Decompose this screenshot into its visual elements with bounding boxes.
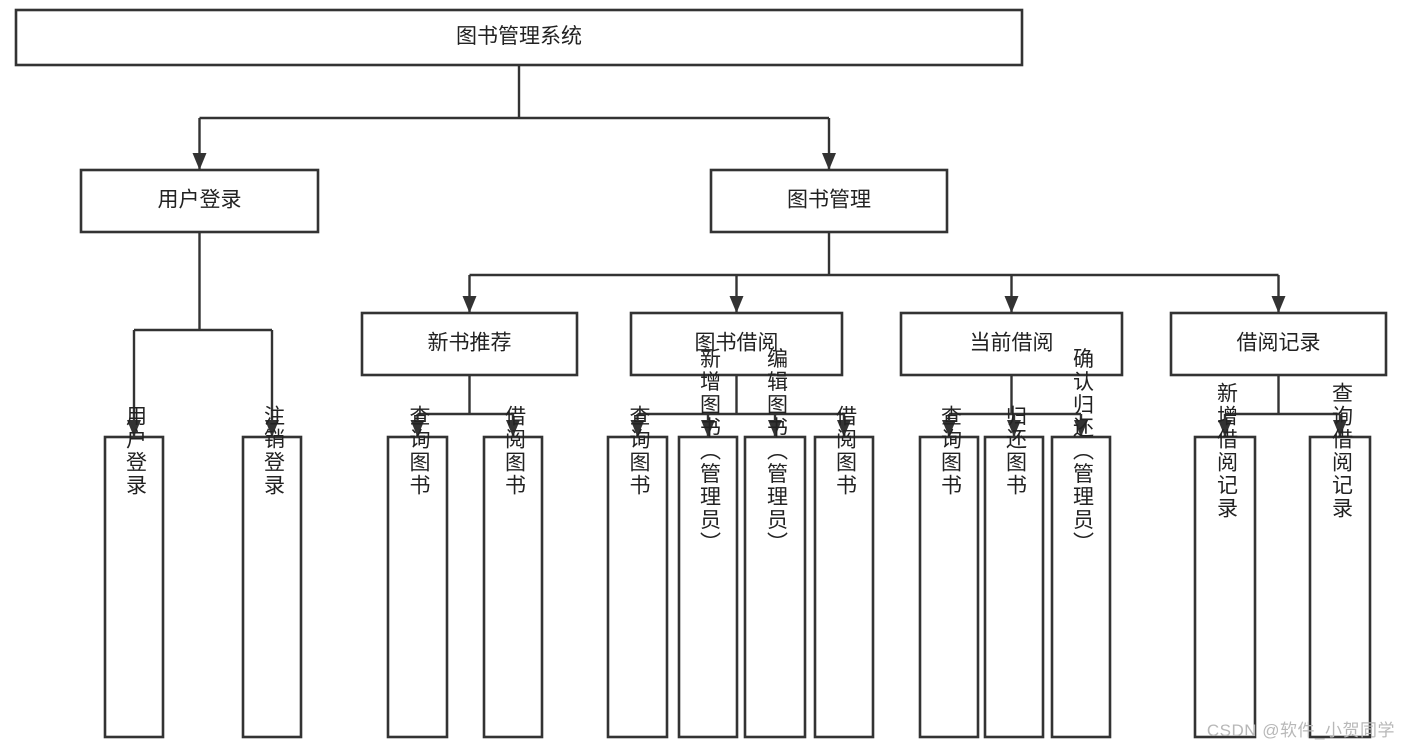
arrow-head-leaf-query-book-bor <box>630 420 645 437</box>
node-leaf-user-logout[interactable]: 注销登录 <box>241 405 303 739</box>
node-box-book-borrow <box>629 311 844 377</box>
arrow-head-leaf-confirm-return-admin <box>1074 420 1088 437</box>
node-leaf-query-book-rec[interactable]: 查询图书 <box>386 405 449 739</box>
node-box-new-book-recommend <box>360 311 579 377</box>
node-leaf-query-book-cur[interactable]: 查询图书 <box>918 405 980 739</box>
node-box-leaf-user-logout <box>241 435 303 739</box>
node-label-book-borrow: 图书借阅 <box>695 332 779 355</box>
node-root[interactable]: 图书管理系统 <box>14 8 1024 67</box>
node-label-leaf-add-borrow-record: 新增借阅记录 <box>1214 382 1238 520</box>
node-box-leaf-query-borrow-record <box>1308 435 1372 739</box>
arrow-head-leaf-borrow-book-bor <box>837 420 851 437</box>
arrow-head-leaf-query-book-cur <box>942 420 956 437</box>
arrow-head-current-borrow <box>1004 296 1019 313</box>
node-box-leaf-confirm-return-admin <box>1050 435 1112 739</box>
node-leaf-add-borrow-record[interactable]: 新增借阅记录 <box>1193 382 1257 739</box>
node-label-leaf-user-logout: 注销登录 <box>261 405 285 497</box>
node-current-borrow[interactable]: 当前借阅 <box>899 311 1124 377</box>
node-label-leaf-confirm-return-admin: 确认归还（管理员） <box>1070 348 1094 555</box>
connector-layer <box>127 65 1347 437</box>
arrow-head-leaf-user-login <box>127 420 141 437</box>
node-box-leaf-query-book-rec <box>386 435 449 739</box>
node-label-root: 图书管理系统 <box>456 25 582 48</box>
arrow-head-leaf-return-book <box>1007 420 1021 437</box>
arrow-head-leaf-add-borrow-record <box>1218 420 1232 437</box>
node-layer: 图书管理系统用户登录图书管理新书推荐图书借阅当前借阅借阅记录用户登录注销登录查询… <box>14 8 1388 739</box>
node-box-book-manage <box>709 168 949 234</box>
node-leaf-edit-book-admin[interactable]: 编辑图书（管理员） <box>743 348 807 739</box>
node-label-leaf-query-book-bor: 查询图书 <box>627 405 651 497</box>
node-leaf-borrow-book-bor[interactable]: 借阅图书 <box>813 405 875 739</box>
node-box-leaf-query-book-bor <box>606 435 669 739</box>
node-box-leaf-user-login <box>103 435 165 739</box>
arrow-head-leaf-query-borrow-record <box>1333 420 1347 437</box>
arrow-head-book-borrow <box>729 296 744 313</box>
arrow-head-leaf-query-book-rec <box>410 420 425 437</box>
arrow-head-new-book-recommend <box>462 296 477 313</box>
arrow-head-leaf-user-logout <box>265 420 279 437</box>
node-box-leaf-add-book-admin <box>677 435 739 739</box>
node-box-leaf-add-borrow-record <box>1193 435 1257 739</box>
arrow-head-borrow-record <box>1271 296 1286 313</box>
node-box-leaf-query-book-cur <box>918 435 980 739</box>
node-leaf-query-book-bor[interactable]: 查询图书 <box>606 405 669 739</box>
node-label-borrow-record: 借阅记录 <box>1237 332 1321 355</box>
node-box-borrow-record <box>1169 311 1388 377</box>
node-leaf-borrow-book-rec[interactable]: 借阅图书 <box>482 405 544 739</box>
node-label-leaf-query-book-cur: 查询图书 <box>938 405 962 497</box>
node-box-current-borrow <box>899 311 1124 377</box>
node-label-user-login: 用户登录 <box>158 189 242 212</box>
arrow-head-book-manage <box>822 153 836 170</box>
node-label-leaf-borrow-book-bor: 借阅图书 <box>833 405 857 497</box>
node-label-leaf-query-book-rec: 查询图书 <box>407 405 431 497</box>
node-leaf-user-login[interactable]: 用户登录 <box>103 405 165 739</box>
arrow-head-leaf-add-book-admin <box>701 420 715 437</box>
node-label-current-borrow: 当前借阅 <box>970 332 1054 355</box>
node-box-user-login <box>79 168 320 234</box>
node-label-new-book-recommend: 新书推荐 <box>428 332 512 355</box>
node-label-leaf-borrow-book-rec: 借阅图书 <box>502 405 526 497</box>
node-leaf-query-borrow-record[interactable]: 查询借阅记录 <box>1308 382 1372 739</box>
node-box-leaf-edit-book-admin <box>743 435 807 739</box>
arrow-head-user-login <box>192 153 207 170</box>
arrow-head-leaf-borrow-book-rec <box>506 420 520 437</box>
node-label-book-manage: 图书管理 <box>787 189 871 212</box>
node-label-leaf-user-login: 用户登录 <box>123 405 147 497</box>
node-label-leaf-return-book: 归还图书 <box>1003 405 1027 497</box>
node-leaf-confirm-return-admin[interactable]: 确认归还（管理员） <box>1050 348 1112 739</box>
node-new-book-recommend[interactable]: 新书推荐 <box>360 311 579 377</box>
node-label-leaf-query-borrow-record: 查询借阅记录 <box>1329 382 1353 520</box>
node-label-leaf-edit-book-admin: 编辑图书（管理员） <box>764 348 788 555</box>
node-user-login[interactable]: 用户登录 <box>79 168 320 234</box>
node-leaf-add-book-admin[interactable]: 新增图书（管理员） <box>677 348 739 739</box>
node-book-manage[interactable]: 图书管理 <box>709 168 949 234</box>
node-box-leaf-borrow-book-bor <box>813 435 875 739</box>
node-book-borrow[interactable]: 图书借阅 <box>629 311 844 377</box>
node-leaf-return-book[interactable]: 归还图书 <box>983 405 1045 739</box>
arrow-head-leaf-edit-book-admin <box>768 420 782 437</box>
node-box-root <box>14 8 1024 67</box>
node-box-leaf-borrow-book-rec <box>482 435 544 739</box>
node-label-leaf-add-book-admin: 新增图书（管理员） <box>697 348 721 555</box>
node-borrow-record[interactable]: 借阅记录 <box>1169 311 1388 377</box>
node-box-leaf-return-book <box>983 435 1045 739</box>
